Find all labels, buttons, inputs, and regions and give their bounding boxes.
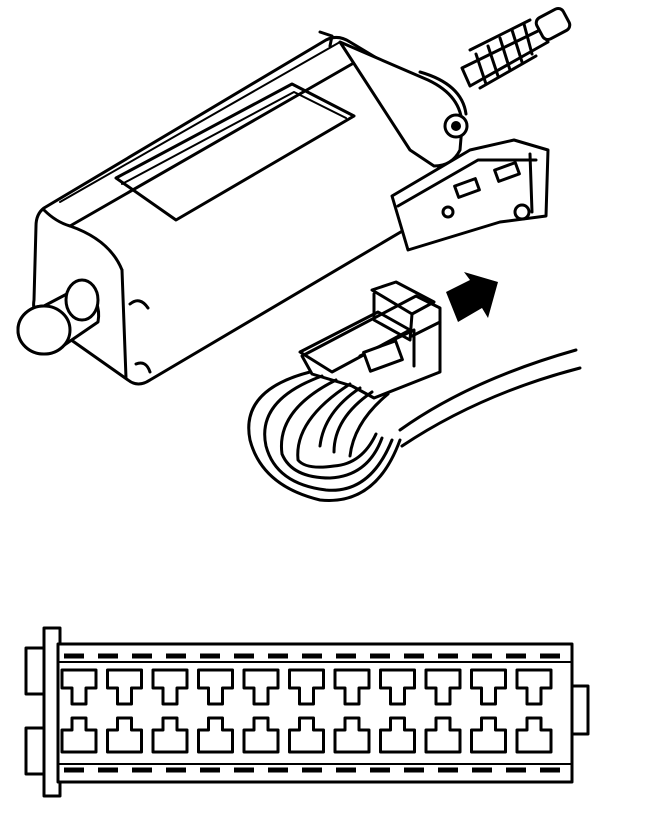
pin-cavity	[379, 668, 416, 706]
pin-cavity	[333, 668, 371, 706]
connector-face	[24, 626, 590, 798]
wiring-harness-connector	[247, 280, 582, 502]
pin-cavity	[106, 716, 143, 754]
wire-bundle	[247, 348, 582, 502]
pin-cavity	[288, 668, 325, 706]
connector-outline	[56, 642, 574, 784]
pin-cavity	[197, 716, 234, 754]
pin-cavity	[424, 716, 462, 754]
pin-cavity	[515, 716, 553, 754]
pin-cavities	[60, 668, 553, 754]
pin-cavity	[151, 716, 189, 754]
pin-cavity	[60, 716, 98, 754]
pin-cavity	[515, 668, 553, 706]
pin-cavity	[242, 716, 280, 754]
pin-cavity	[470, 668, 507, 706]
pin-cavity	[470, 716, 507, 754]
label-recess	[114, 82, 356, 222]
pin-cavity	[288, 716, 325, 754]
pin-cavity	[106, 668, 143, 706]
motor-end-flange	[338, 40, 464, 168]
actuator-motor	[16, 6, 572, 386]
pin-cavity	[60, 668, 98, 706]
output-hub	[16, 278, 101, 356]
pin-cavity	[424, 668, 462, 706]
pin-cavity	[197, 668, 234, 706]
insertion-arrow-icon	[446, 272, 498, 322]
spring	[468, 18, 538, 90]
pin-cavity	[379, 716, 416, 754]
pin-cavity	[151, 668, 189, 706]
pin-cavity	[242, 668, 280, 706]
pin-cavity	[333, 716, 371, 754]
